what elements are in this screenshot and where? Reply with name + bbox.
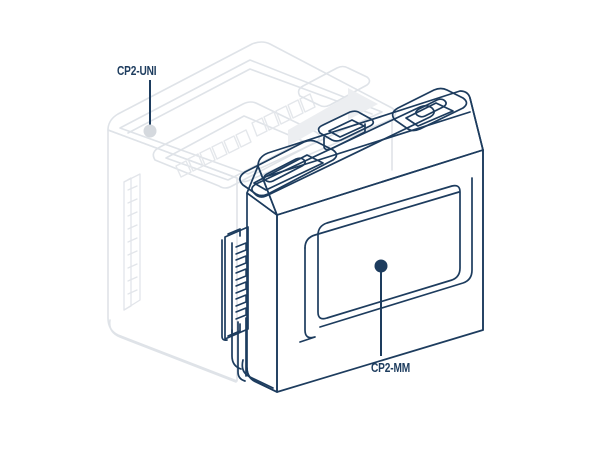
callout-label-cp2-uni: CP2-UNI — [117, 63, 157, 78]
callout-label-cp2-mm: CP2-MM — [371, 360, 411, 375]
ghost-housing-cp2-uni — [107, 41, 397, 383]
callout-leader-cp2-mm — [374, 259, 388, 356]
foreground-module-cp2-mm — [221, 87, 484, 393]
callout-leader-cp2-uni — [143, 80, 157, 138]
insertion-arrow-icon — [288, 88, 378, 146]
